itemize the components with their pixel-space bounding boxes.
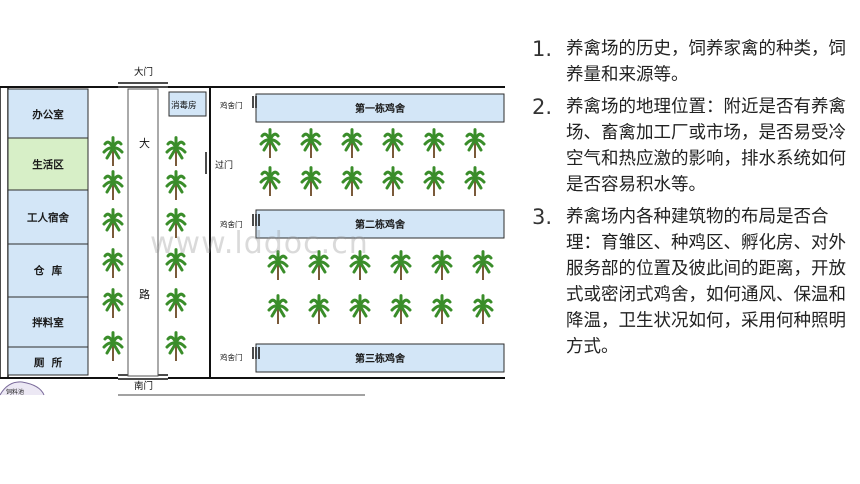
toilet-label: 厕 所 [34,356,63,369]
tree-icon [308,250,330,280]
tree-icon [102,288,124,318]
coops: 第一栋鸡舍 第二栋鸡舍 第三栋鸡舍 鸡舍门 鸡舍门 鸡舍门 [220,93,505,373]
coop-2-door-label: 鸡舍门 [220,219,243,229]
tree-icon [464,128,486,158]
tree-icon [382,166,404,196]
tree-icon [102,248,124,278]
coop-3-label: 第三栋鸡舍 [355,352,406,365]
feed-pool-label: 饲料池 [6,388,24,396]
note-text: 养禽场内各种建筑物的布局是否合理：育雏区、种鸡区、孵化房、对外服务部的位置及彼此… [566,207,846,357]
road-char-1: 大 [139,136,150,150]
main-road [127,88,159,377]
tree-icon [431,294,453,324]
office-label: 办公室 [32,108,64,121]
tree-icon [267,250,289,280]
notes-list: 1. 养禽场的历史，饲养家禽的种类，饲养量和来源等。 2. 养禽场的地理位置：附近是… [532,36,852,366]
main-gate-label: 大门 [134,66,153,78]
coop-2-label: 第二栋鸡舍 [355,218,406,231]
tree-icon [341,128,363,158]
dormitory-label: 工人宿舍 [27,211,69,224]
feed-pool-stub [0,381,45,396]
coop-1-door-label: 鸡舍门 [220,100,243,110]
tree-icon [165,208,187,238]
tree-icon [472,250,494,280]
note-item-1: 1. 养禽场的历史，饲养家禽的种类，饲养量和来源等。 [532,36,852,88]
tree-icon [464,166,486,196]
left-buildings: 办公室 生活区 工人宿舍 仓 库 拌料室 厕 所 [7,88,89,376]
tree-icon [165,331,187,361]
tree-icon [165,248,187,278]
tree-icon [349,294,371,324]
watermark: www.lddoc.cn [150,226,369,261]
tree-icon [300,166,322,196]
disinfection-label: 消毒房 [171,100,197,111]
note-item-2: 2. 养禽场的地理位置：附近是否有养禽场、畜禽加工厂或市场，是否易受冷空气和热应激… [532,94,852,198]
disinfection-room [168,91,207,117]
tree-icon [390,250,412,280]
feed-mixing-room [7,296,89,348]
tree-icon [102,331,124,361]
tree-icon [349,250,371,280]
coop-1-label: 第一栋鸡舍 [355,102,406,115]
tree-icon [165,136,187,166]
tree-icon [165,170,187,200]
tree-icon [390,294,412,324]
coop-1 [255,93,505,123]
tree-icon [423,166,445,196]
tree-icon [423,128,445,158]
trees [102,128,494,361]
living-area-label: 生活区 [32,158,64,171]
warehouse [7,243,89,298]
road-char-2: 路 [139,288,150,301]
note-text: 养禽场的地理位置：附近是否有养禽场、畜禽加工厂或市场，是否易受冷空气和热应激的影… [566,97,846,195]
feed-mixing-label: 拌料室 [32,316,64,329]
note-item-3: 3. 养禽场内各种建筑物的布局是否合理：育雏区、种鸡区、孵化房、对外服务部的位置及… [532,204,852,360]
coop-2 [255,209,505,239]
dormitory [7,189,89,245]
tree-icon [259,128,281,158]
south-gate-label: 南门 [134,380,153,392]
note-text: 养禽场的历史，饲养家禽的种类，饲养量和来源等。 [566,39,846,85]
note-number: 1. [532,37,553,61]
tree-icon [341,166,363,196]
tree-icon [259,166,281,196]
tree-icon [102,136,124,166]
tree-icon [165,288,187,318]
passage-label: 过门 [215,159,233,171]
office-building [7,88,89,139]
warehouse-label: 仓 库 [33,264,63,277]
tree-icon [472,294,494,324]
note-number: 3. [532,205,553,229]
farm-layout-diagram: 大门 南门 大 路 过门 消毒房 办公室 生活区 工人宿舍 仓 库 拌料室 [0,66,505,396]
toilet [7,346,89,376]
tree-icon [300,128,322,158]
tree-icon [102,208,124,238]
tree-icon [431,250,453,280]
tree-icon [102,170,124,200]
tree-icon [267,294,289,324]
tree-icon [308,294,330,324]
tree-icon [382,128,404,158]
coop-3 [255,343,505,373]
coop-3-door-label: 鸡舍门 [220,352,243,362]
note-number: 2. [532,95,553,119]
